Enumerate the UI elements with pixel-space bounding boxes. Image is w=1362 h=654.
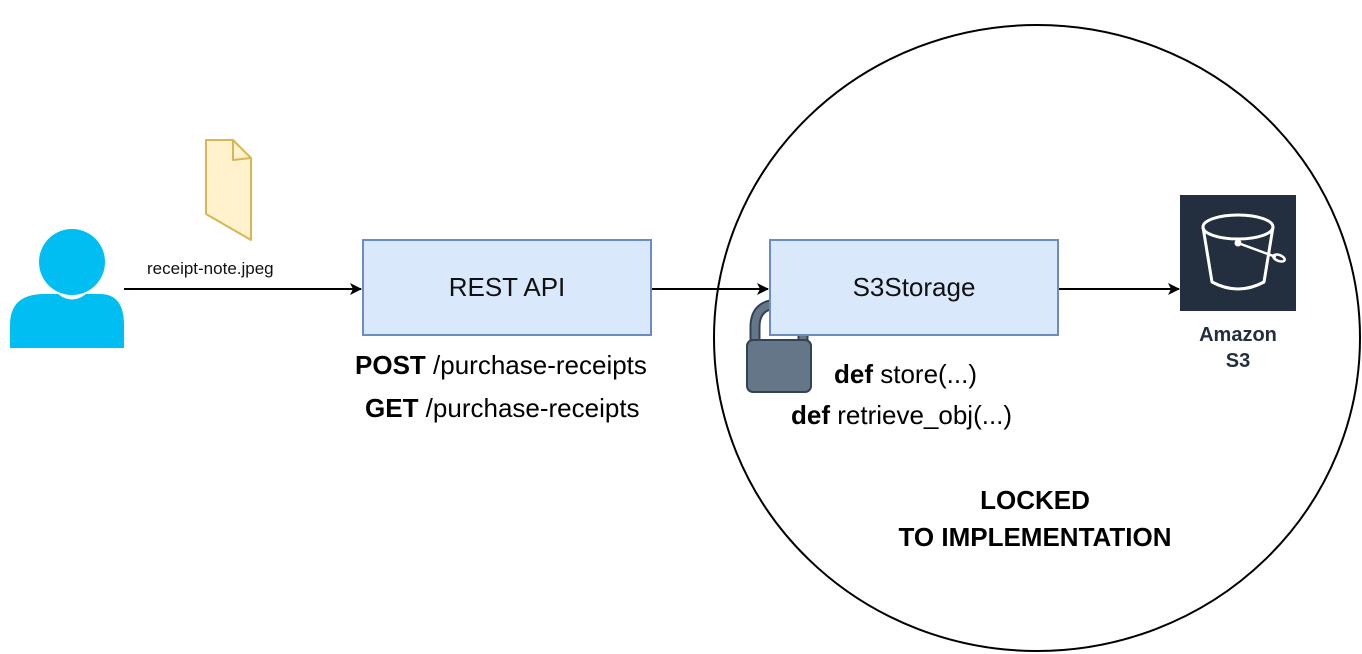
implementation-boundary-circle bbox=[713, 24, 1361, 652]
endpoint-method: GET bbox=[365, 393, 419, 423]
endpoint-path: /purchase-receipts bbox=[425, 350, 647, 380]
bucket-icon bbox=[1180, 195, 1296, 311]
s3-name-line1: Amazon bbox=[1199, 324, 1277, 346]
method-keyword: def bbox=[791, 400, 830, 430]
method-signature: retrieve_obj(...) bbox=[830, 400, 1013, 430]
locked-note: LOCKED TO IMPLEMENTATION bbox=[860, 482, 1210, 556]
file-name-label: receipt-note.jpeg bbox=[147, 259, 274, 278]
s3-service-label: Amazon S3 bbox=[1178, 322, 1298, 374]
locked-note-line2: TO IMPLEMENTATION bbox=[898, 522, 1172, 552]
file-icon bbox=[205, 139, 252, 241]
method-retrieve: def retrieve_obj(...) bbox=[791, 400, 1012, 431]
s3storage-box[interactable]: S3Storage bbox=[769, 239, 1059, 336]
rest-api-label: REST API bbox=[448, 272, 566, 302]
method-keyword: def bbox=[834, 359, 873, 389]
s3storage-label: S3Storage bbox=[852, 272, 976, 302]
s3-name-line2: S3 bbox=[1225, 350, 1251, 372]
endpoint-path: /purchase-receipts bbox=[418, 393, 640, 423]
user-icon bbox=[10, 229, 124, 348]
endpoint-post: POST /purchase-receipts bbox=[355, 350, 647, 381]
endpoint-method: POST bbox=[355, 350, 426, 380]
locked-note-line1: LOCKED bbox=[980, 485, 1090, 515]
rest-api-box[interactable]: REST API bbox=[362, 239, 652, 336]
method-store: def store(...) bbox=[834, 359, 977, 390]
endpoint-get: GET /purchase-receipts bbox=[365, 393, 640, 424]
method-signature: store(...) bbox=[873, 359, 978, 389]
